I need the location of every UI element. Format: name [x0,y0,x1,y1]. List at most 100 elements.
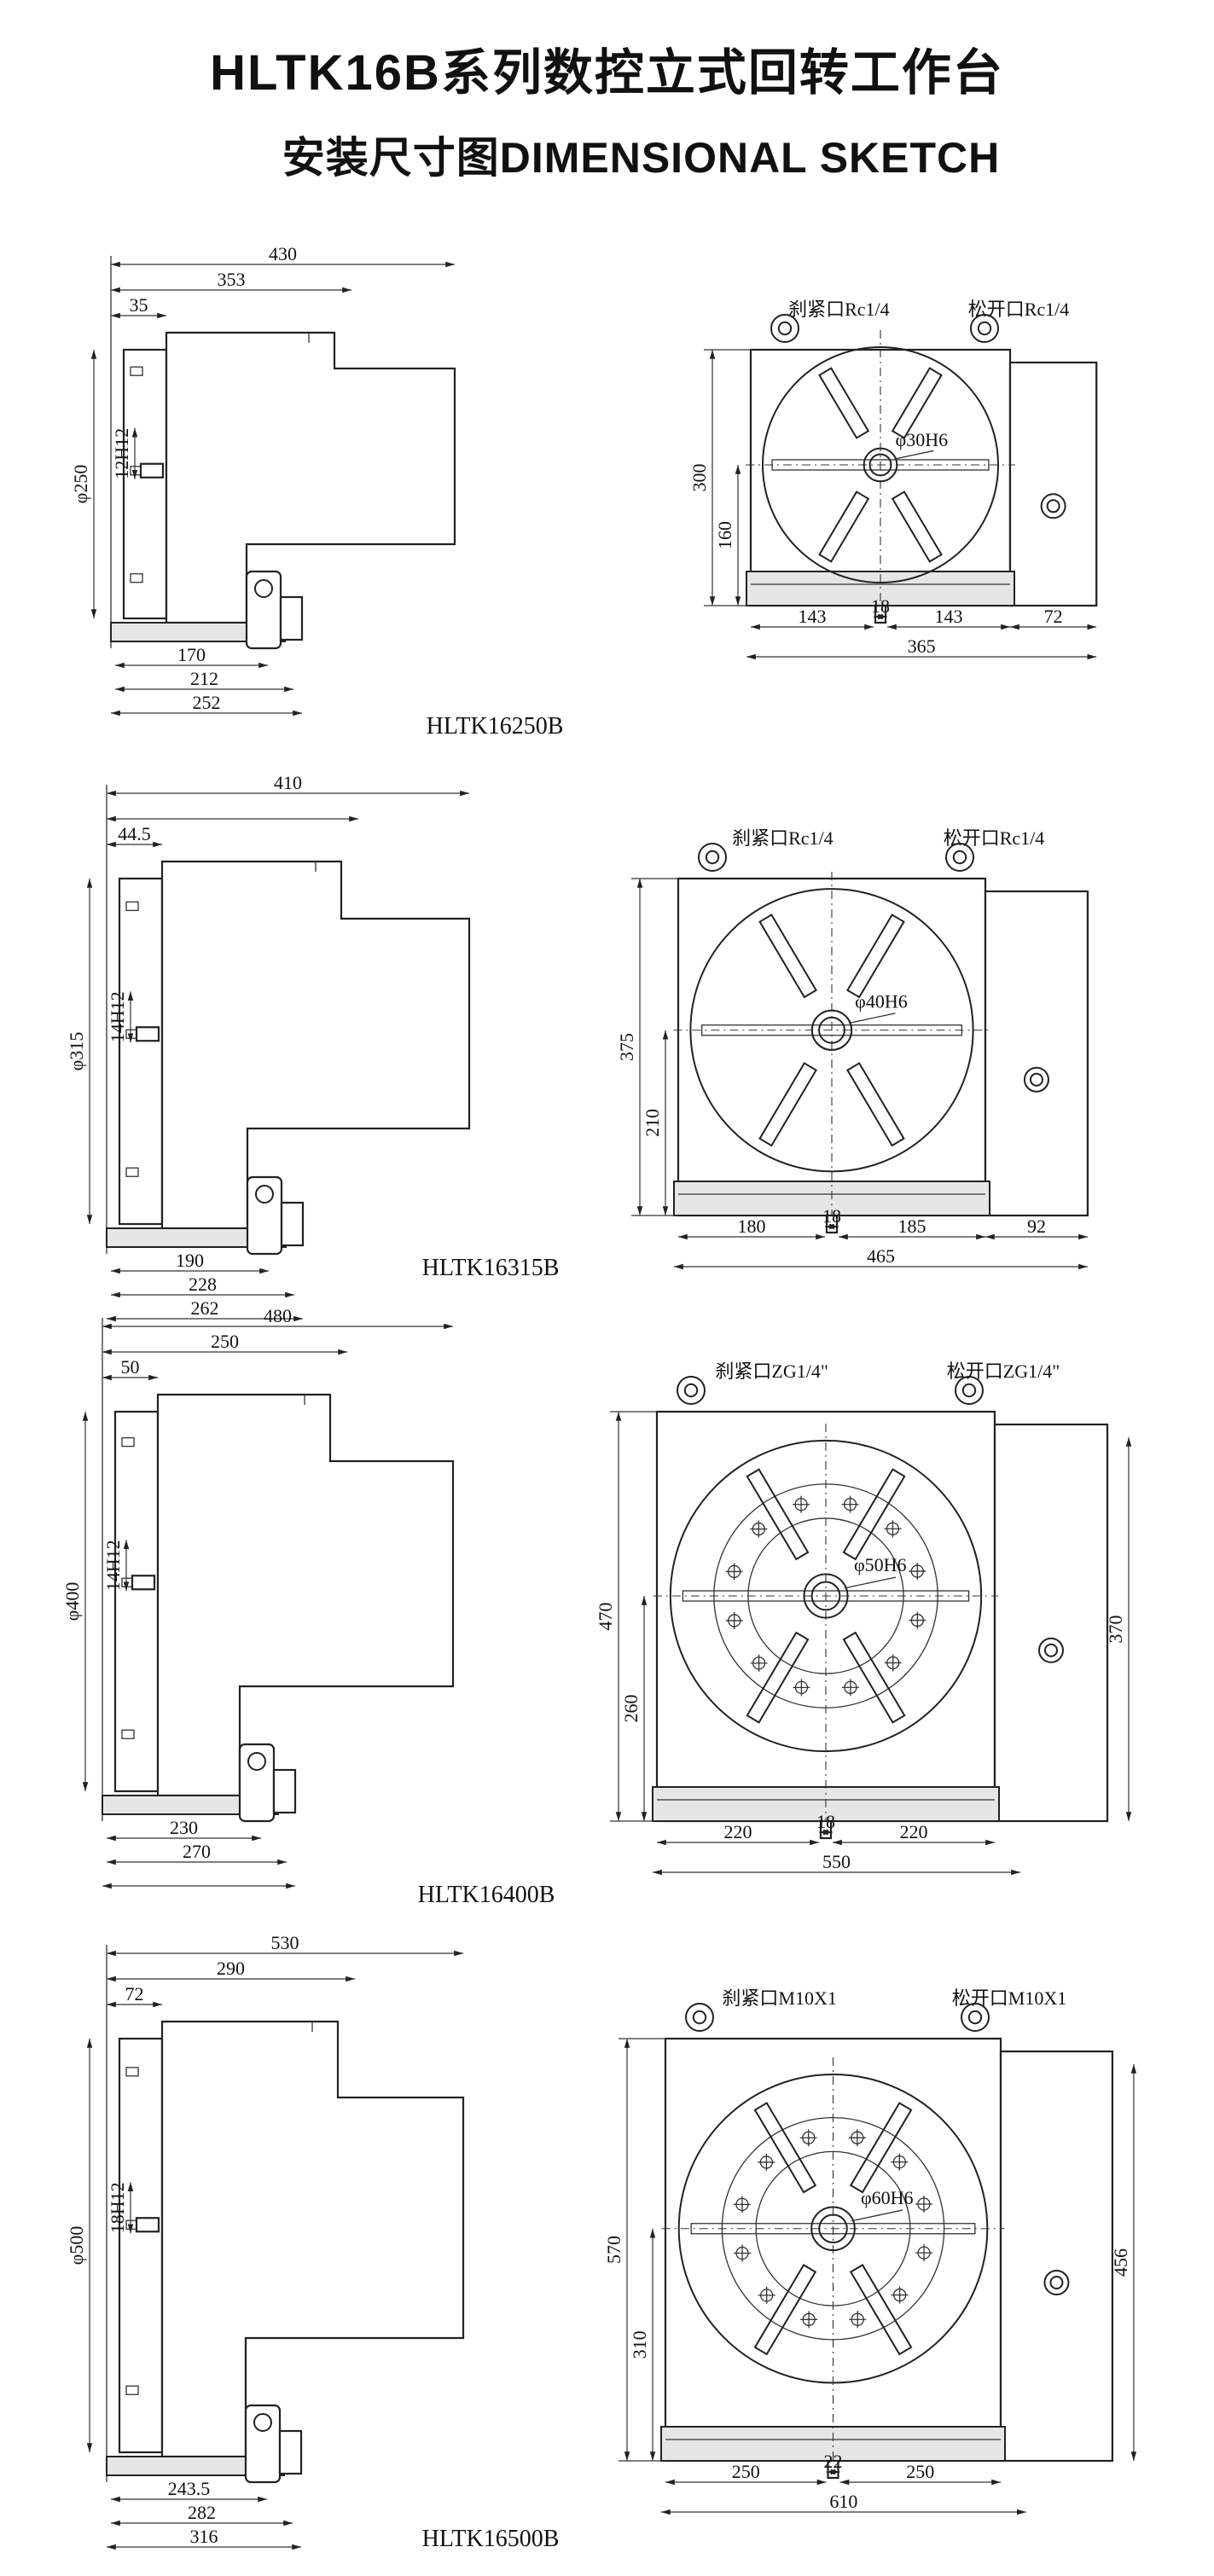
dimension-label: 220 [724,1821,752,1842]
dimension-label: 456 [1110,2248,1131,2277]
dimension-label: 550 [822,1851,851,1872]
base-dimension-3: 262 [107,1297,303,1322]
lifting-eye-bolt [945,843,974,872]
bore-label: φ50H6 [854,1554,907,1575]
dimension-label: 190 [176,1250,204,1271]
bolt-hole [725,1611,743,1629]
dimension-label: 250 [211,1331,239,1352]
dimension-label: φ250 [70,465,91,504]
release-port-label: 松开口Rc1/4 [968,299,1070,320]
base-dimension-1: 170 [115,644,268,669]
overall-width-dimension: 610 [661,2491,1026,2515]
base-dimension-3: 252 [111,692,302,717]
dimension-label: 14H12 [102,1540,124,1591]
base-dimension-2: 282 [111,2502,293,2527]
center-bore-inner [818,1016,845,1044]
t-slot [849,2102,913,2194]
model-HLTK16400B: 48025050φ40014H12230270HLTK16400B刹紧口ZG1/… [61,1305,1132,1908]
center-bore [810,2206,856,2252]
key-width-dimension: 14H12 [102,1540,130,1592]
release-port-label: 松开口ZG1/4" [947,1361,1060,1382]
t-slot [846,1062,905,1147]
center-bore-inner [810,1581,841,1611]
base-foot [110,622,286,642]
dimension-label: 72 [125,1983,144,2005]
dimension-label: 92 [1027,1215,1046,1237]
motor-port [1023,1066,1049,1093]
base-dimension-1: 190 [111,1250,269,1274]
dimension-label: 570 [603,2236,624,2264]
dimension-label: 316 [190,2526,218,2547]
t-slot [746,1468,810,1561]
clamp-port-label: 刹紧口ZG1/4" [715,1361,828,1382]
rotary-table [669,1439,983,1753]
key-width-dimension: 18H12 [107,2182,134,2234]
table-diameter-dimension: φ500 [66,2039,93,2452]
center-bore [803,1573,849,1619]
clamp-port-label: 刹紧口M10X1 [722,1987,836,2009]
leader-line [848,1012,896,1024]
overall-length-dimension: 480 [102,1305,453,1330]
clamp-bolt [253,2413,272,2432]
right-dimension: 250 [839,2461,1001,2486]
slot-dimension: 22 [824,2451,843,2475]
center-bore [810,1009,853,1051]
overall-height-dimension: 300 [688,350,716,606]
motor-width-dimension: 92 [985,1215,1088,1240]
dimension-label: 282 [188,2502,216,2523]
page-title: HLTK16B系列数控立式回转工作台 [210,45,1004,101]
left-dimension: 250 [665,2461,827,2486]
clamp-handle [279,595,304,641]
offset-dimension: 72 [107,1983,162,2008]
base-dimension-2: 212 [115,668,293,693]
key-width-dimension: 14H12 [107,991,134,1043]
body-length-dimension: 290 [107,1958,355,1982]
bolt-hole [758,2286,775,2304]
bore-label: φ40H6 [855,990,908,1012]
dimension-label: 18 [816,1811,835,1832]
motor-width-dimension: 72 [1010,606,1097,630]
model-name-label: HLTK16315B [422,1255,560,1281]
rotary-table [689,888,974,1173]
dimension-label: 465 [867,1245,895,1267]
dimension-label: 530 [271,1932,299,1953]
dimension-label: 185 [898,1215,926,1237]
model-name-label: HLTK16500B [422,2526,560,2552]
bore-label: φ60H6 [861,2187,914,2208]
clamp-bracket [246,1175,283,1256]
center-height-dimension: 210 [642,1030,669,1215]
dimension-label: 50 [121,1356,140,1378]
dimension-label: 610 [829,2491,857,2512]
dimension-label: 300 [688,464,710,492]
horizontal-slot [700,1024,963,1036]
model-HLTK16315B: 41044.5φ31514H12190228262HLTK16315B刹紧口Rc… [66,772,1089,1322]
housing-outline [156,1393,455,1797]
table-diameter-dimension: φ400 [61,1412,89,1791]
motor-height-dimension: 370 [1105,1437,1132,1821]
bolt-hole [841,1679,859,1697]
bolt-hole [884,1654,902,1672]
base-dimension-1: 243.5 [111,2478,267,2503]
dimension-label: 480 [264,1305,292,1326]
offset-dimension: 50 [102,1356,158,1381]
lifting-eye-bolt [970,314,999,343]
table-plate [118,2037,164,2454]
tslot-screw [125,901,139,912]
lifting-eye-bolt [685,2003,714,2032]
overall-width-dimension: 465 [674,1245,1088,1270]
table-diameter-dimension: φ315 [66,879,93,1224]
bolt-hole [800,2311,818,2329]
center-height-dimension: 310 [629,2228,656,2461]
dimension-label: 410 [274,772,302,793]
leader-line [844,1576,897,1589]
bolt-hole [909,1563,926,1581]
t-slot [891,367,943,439]
lifting-eye-bolt [770,314,799,343]
left-dimension: 143 [751,606,874,630]
